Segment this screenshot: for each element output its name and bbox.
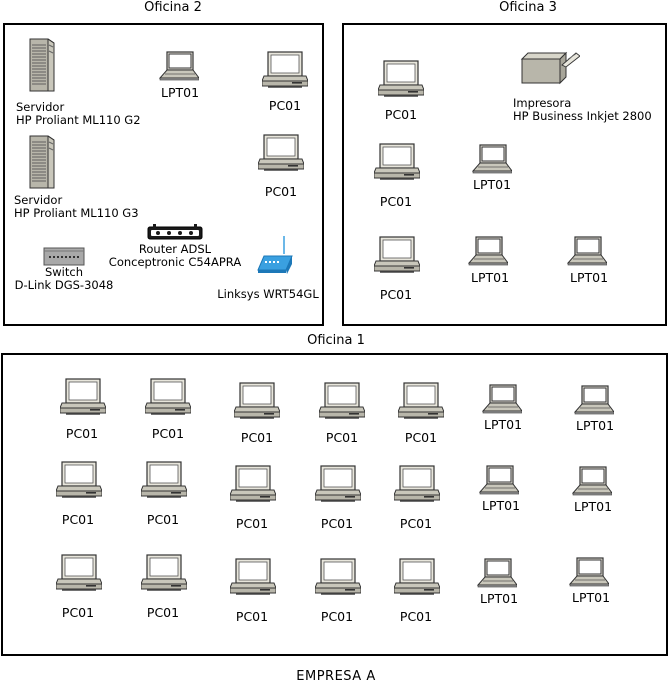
router-type: Router ADSL xyxy=(138,242,212,256)
pc-icon[interactable] xyxy=(230,558,276,596)
company-name: EMPRESA A xyxy=(296,669,376,684)
pc-icon[interactable] xyxy=(230,465,276,503)
pc-label: PC01 xyxy=(379,194,413,209)
pc-icon[interactable] xyxy=(398,382,444,420)
printer-type: Impresora xyxy=(513,96,572,110)
server-1-model: HP Proliant ML110 G2 xyxy=(16,113,141,127)
oficina-1-room xyxy=(1,353,668,656)
pc-label: PC01 xyxy=(65,426,99,441)
server-2-model: HP Proliant ML110 G3 xyxy=(14,206,139,220)
pc-label: PC01 xyxy=(264,184,298,199)
pc-label: PC01 xyxy=(240,430,274,445)
switch-icon[interactable] xyxy=(43,247,85,267)
pc-label: PC01 xyxy=(320,516,354,531)
laptop-icon[interactable] xyxy=(468,236,508,266)
access-point-label: Linksys WRT54GL xyxy=(217,287,319,301)
pc-label: PC01 xyxy=(325,430,359,445)
pc-icon[interactable] xyxy=(56,554,102,592)
server-icon[interactable] xyxy=(26,37,56,93)
switch-type: Switch xyxy=(44,265,84,279)
pc-icon[interactable] xyxy=(258,134,304,172)
pc-icon[interactable] xyxy=(145,378,191,416)
laptop-label: LPT01 xyxy=(575,418,615,433)
laptop-icon[interactable] xyxy=(572,466,612,496)
laptop-icon[interactable] xyxy=(569,557,609,587)
oficina-3-room xyxy=(342,23,667,326)
switch-model: D-Link DGS-3048 xyxy=(14,278,114,292)
laptop-icon[interactable] xyxy=(482,384,522,414)
pc-label: PC01 xyxy=(235,516,269,531)
pc-label: PC01 xyxy=(61,605,95,620)
pc-label: PC01 xyxy=(146,512,180,527)
server-2-type: Servidor xyxy=(14,193,63,207)
pc-icon[interactable] xyxy=(56,461,102,499)
printer-model: HP Business Inkjet 2800 xyxy=(513,109,652,123)
pc-icon[interactable] xyxy=(374,143,420,181)
laptop-label: LPT01 xyxy=(472,177,512,192)
switch-label: Switch D-Link DGS-3048 xyxy=(15,266,114,292)
pc-label: PC01 xyxy=(379,287,413,302)
pc-label: PC01 xyxy=(399,609,433,624)
router-label: Router ADSL Conceptronic C54APRA xyxy=(109,243,241,269)
laptop-icon[interactable] xyxy=(567,236,607,266)
pc-icon[interactable] xyxy=(315,558,361,596)
server-1-label: Servidor HP Proliant ML110 G2 xyxy=(16,101,141,127)
laptop-label: LPT01 xyxy=(571,590,611,605)
pc-label: PC01 xyxy=(268,98,302,113)
pc-icon[interactable] xyxy=(394,465,440,503)
pc-icon[interactable] xyxy=(141,554,187,592)
router-model: Conceptronic C54APRA xyxy=(108,255,242,269)
pc-label: PC01 xyxy=(384,107,418,122)
server-1-type: Servidor xyxy=(16,100,65,114)
pc-icon[interactable] xyxy=(394,558,440,596)
oficina-2-title: Oficina 2 xyxy=(144,0,202,15)
pc-icon[interactable] xyxy=(315,465,361,503)
pc-icon[interactable] xyxy=(234,382,280,420)
pc-icon[interactable] xyxy=(262,51,308,89)
laptop-label: LPT01 xyxy=(481,498,521,513)
laptop-icon[interactable] xyxy=(477,558,517,588)
pc-icon[interactable] xyxy=(374,236,420,274)
laptop-label: LPT01 xyxy=(569,270,609,285)
laptop-icon[interactable] xyxy=(479,465,519,495)
pc-label: PC01 xyxy=(146,605,180,620)
pc-label: PC01 xyxy=(151,426,185,441)
pc-icon[interactable] xyxy=(378,60,424,98)
server-icon[interactable] xyxy=(26,134,56,190)
laptop-icon[interactable] xyxy=(574,385,614,415)
laptop-label: LPT01 xyxy=(470,270,510,285)
oficina-1-title: Oficina 1 xyxy=(307,333,365,348)
server-2-label: Servidor HP Proliant ML110 G3 xyxy=(14,194,139,220)
router-icon[interactable] xyxy=(147,224,203,240)
laptop-label: LPT01 xyxy=(160,85,200,100)
pc-label: PC01 xyxy=(320,609,354,624)
laptop-icon[interactable] xyxy=(159,51,199,81)
pc-label: PC01 xyxy=(235,609,269,624)
wireless-access-point-icon[interactable] xyxy=(254,234,294,274)
laptop-label: LPT01 xyxy=(483,417,523,432)
pc-label: PC01 xyxy=(404,430,438,445)
laptop-label: LPT01 xyxy=(479,591,519,606)
oficina-2-room xyxy=(3,23,324,326)
laptop-icon[interactable] xyxy=(472,144,512,174)
pc-label: PC01 xyxy=(61,512,95,527)
pc-icon[interactable] xyxy=(319,382,365,420)
laptop-label: LPT01 xyxy=(573,499,613,514)
pc-label: PC01 xyxy=(399,516,433,531)
pc-icon[interactable] xyxy=(60,378,106,416)
oficina-3-title: Oficina 3 xyxy=(499,0,557,15)
printer-icon[interactable] xyxy=(520,51,580,85)
printer-label: Impresora HP Business Inkjet 2800 xyxy=(513,97,652,123)
pc-icon[interactable] xyxy=(141,461,187,499)
